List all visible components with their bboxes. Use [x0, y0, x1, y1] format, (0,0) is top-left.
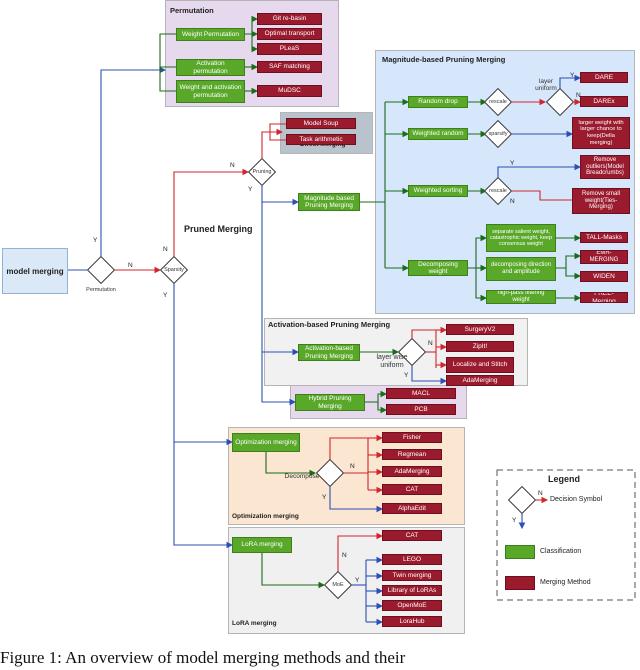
decision-sparsity-label: Sparsity [164, 267, 184, 273]
method-regmean: Regmean [382, 449, 442, 460]
class-magnitude-pruning: Magnitude based Pruning Merging [298, 193, 360, 211]
method-lego: LEGO [382, 554, 442, 565]
decision-sparsify-label: sparsify [488, 131, 508, 137]
legend-n: N [538, 490, 543, 497]
label-n-sparsity: N [163, 246, 168, 253]
method-zipit: ZipIt! [446, 341, 514, 352]
class-highpass: high-pass filtering weight [486, 290, 556, 304]
class-decomposing-weight: Decomposing weight [408, 260, 468, 276]
method-saf-matching: SAF matching [257, 61, 322, 73]
method-twin-merging: Twin merging [382, 570, 442, 581]
method-widen: WIDEN [580, 271, 628, 282]
label-n-perm: N [128, 262, 133, 269]
figure-caption: Figure 1: An overview of model merging m… [0, 648, 406, 667]
region-permutation-title: Permutation [170, 6, 214, 15]
legend-classification-swatch [505, 545, 535, 559]
method-macl: MACL [386, 388, 456, 399]
decision-moe-label: MoE [332, 582, 344, 588]
decision-permutation-label: Permutation [86, 287, 116, 293]
method-model-soup: Model Soup [286, 118, 356, 129]
method-optimal-transport: Optimal transport [257, 28, 322, 40]
legend-classification-text: Classification [540, 548, 582, 555]
class-optimization-merging: Optimization merging [232, 433, 300, 452]
legend-title: Legend [548, 474, 581, 484]
region-optimization-title: Optimization merging [232, 513, 299, 520]
class-separate-weights: separate salient weight, catastrophic we… [486, 224, 556, 252]
label-y-perm: Y [93, 237, 98, 244]
label-y-sparsity: Y [163, 292, 168, 299]
method-cat-2: CAT [382, 530, 442, 541]
start-model-merging: model merging [2, 248, 68, 294]
method-openmoe: OpenMoE [382, 600, 442, 611]
label-y-moe: Y [355, 577, 360, 584]
class-weighted-random: Weighted random [408, 128, 468, 140]
method-lorahub: LoraHub [382, 616, 442, 627]
decision-rescale-2-label: rescale [489, 188, 507, 194]
legend-method-text: Merging Method [540, 579, 591, 586]
method-free-merging: FREE-Merging [580, 292, 628, 303]
region-lora-title: LoRA merging [232, 620, 277, 627]
method-adamerging: AdaMerging [446, 375, 514, 386]
label-y-rescale2: Y [510, 160, 515, 167]
class-activation-pruning: Activation-based Pruning Merging [298, 344, 360, 361]
decision-layer-wise-uniform-label: layer wise uniform [376, 354, 408, 369]
class-lora-merging: LoRA merging [232, 537, 292, 553]
class-decompose-direction: decomposing direction and amplitude [486, 257, 556, 281]
method-mudsc: MuDSC [257, 85, 322, 97]
label-y-layer: Y [570, 72, 575, 79]
class-weight-activation-permutation: Weight and activation permutation [176, 80, 245, 103]
method-localize: Localize and Stitch [446, 357, 514, 373]
method-surgery: SurgeryV2 [446, 324, 514, 335]
method-ties: Remove small weight(Ties-Merging) [572, 188, 630, 214]
class-weight-permutation: Weight Permutation [176, 28, 245, 41]
legend-decision-text: Decision Symbol [550, 496, 603, 503]
decision-layer-uniform-label: layer uniform [535, 78, 557, 93]
legend-frame [496, 469, 636, 601]
method-model-breadcrumbs: Remove outliers(Model Breadcrumbs) [580, 155, 630, 179]
class-activation-permutation: Activation permutation [176, 59, 245, 76]
label-y-pruning: Y [248, 186, 253, 193]
label-n-moe: N [342, 552, 347, 559]
method-cat: CAT [382, 484, 442, 495]
method-pcb: PCB [386, 404, 456, 415]
method-pleas: PLeaS [257, 43, 322, 55]
pruned-merging-label: Pruned Merging [184, 224, 253, 234]
legend-y: Y [512, 517, 517, 524]
label-n-pruning: N [230, 162, 235, 169]
method-fisher: Fisher [382, 432, 442, 443]
method-della: larger weight with larger chance to keep… [572, 117, 630, 149]
label-n-dec: N [350, 463, 355, 470]
label-y-dec: Y [322, 494, 327, 501]
class-hybrid-pruning: Hybrid Pruning Merging [295, 394, 365, 411]
method-library-lora: Library of LoRAs [382, 585, 442, 596]
method-git-rebasin: Git re-basin [257, 13, 322, 25]
decision-rescale-label: rescale [489, 99, 507, 105]
label-n-rescale2: N [510, 198, 515, 205]
method-alphaedit: AlphaEdit [382, 503, 442, 514]
label-y-act: Y [404, 372, 409, 379]
class-random-drop: Random drop [408, 96, 468, 108]
region-magnitude-title: Magnitude-based Pruning Merging [382, 55, 506, 64]
decision-decompose-label: Decompose [284, 473, 320, 480]
method-emr: EMR-MERGING [580, 250, 628, 264]
class-weighted-sorting: Weighted sorting [408, 185, 468, 197]
method-darex: DAREx [580, 96, 628, 107]
decision-pruning-label: Pruning [252, 169, 272, 175]
label-n-act: N [428, 340, 433, 347]
method-tall-masks: TALL-Masks [580, 232, 628, 243]
region-activation-title: Activation-based Pruning Merging [268, 320, 391, 329]
method-adamerging-2: AdaMerging [382, 466, 442, 477]
legend-method-swatch [505, 576, 535, 590]
method-dare: DARE [580, 72, 628, 83]
label-n-layer: N [576, 92, 581, 99]
method-task-arithmetic: Task arithmetic [286, 134, 356, 145]
